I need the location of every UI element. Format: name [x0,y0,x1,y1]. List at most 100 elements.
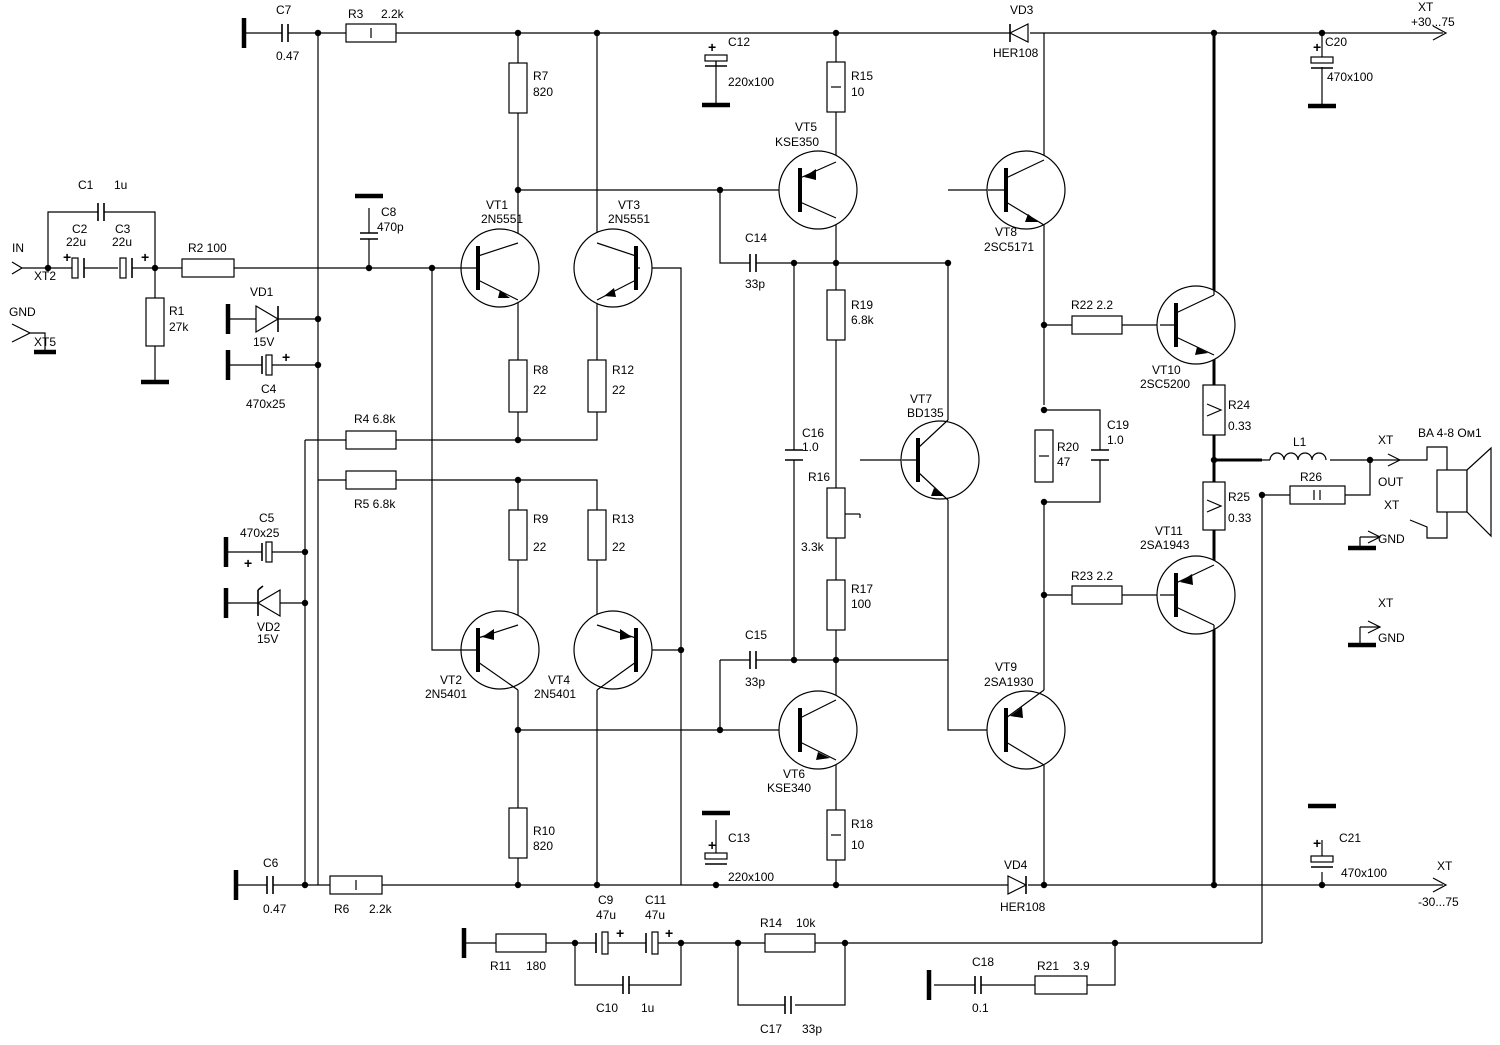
label-vt8v: 2SC5171 [984,240,1034,254]
resistor-r7 [508,62,528,114]
capacitor-c21 [1310,855,1334,868]
transistor-vt5 [778,150,858,230]
label-r19v: 6.8k [851,313,875,327]
label-p-c2: + [63,249,71,265]
label-gnd2: GND [1378,532,1405,546]
label-vt3v: 2N5551 [608,212,650,226]
label-c21v: 470x100 [1341,866,1387,880]
label-r16: R16 [808,470,830,484]
capacitor-c18 [974,976,982,994]
resistor-r17 [826,579,846,631]
label-c8: C8 [381,205,397,219]
capacitor-c3 [119,257,133,279]
label-c7: C7 [276,3,292,17]
label-vd4: VD4 [1004,858,1028,872]
label-r14v: 10k [796,916,816,930]
transistor-vt2 [460,610,540,691]
transistor-vt11 [1156,555,1236,635]
label-vd3: VD3 [1010,3,1034,17]
label-r9v: 22 [533,540,547,554]
label-vt11v: 2SA1943 [1140,538,1190,552]
capacitor-c10 [622,976,630,994]
label-vplus: +30...75 [1411,15,1455,29]
resistor-r19 [826,289,846,341]
label-c10v: 1u [641,1001,654,1015]
label-r22: R22 2.2 [1071,298,1113,312]
label-vt5v: KSE350 [775,135,819,149]
label-r5: R5 6.8k [354,497,396,511]
label-r2: R2 100 [188,241,227,255]
diodes [255,23,1029,895]
gnd-out-arrow-1 [1367,530,1382,544]
label-r4: R4 6.8k [354,412,396,426]
label-out: OUT [1378,475,1404,489]
label-c12: C12 [728,35,750,49]
capacitor-c17 [784,996,792,1014]
resistor-r23 [1071,585,1123,605]
gnd-connector-arrow [11,323,46,352]
capacitors [71,24,1334,1014]
label-r10v: 820 [533,839,553,853]
plus-rail-arrow [1432,25,1448,41]
label-r24: R24 [1228,398,1250,412]
resistor-r6 [329,875,383,895]
resistor-r25 [1202,481,1226,531]
label-r7: R7 [533,69,549,83]
capacitor-c6 [266,876,274,894]
label-r16v: 3.3k [801,540,825,554]
label-r23: R23 2.2 [1071,569,1113,583]
label-p-c12: + [708,39,716,55]
resistor-r16 [826,487,860,539]
resistor-r1 [145,297,165,347]
minus-rail-arrow [1432,877,1448,893]
label-vd3v: HER108 [993,46,1039,60]
label-p-c11: + [665,925,673,941]
label-c19: C19 [1107,418,1129,432]
label-vt6: VT6 [783,767,805,781]
resistor-r20 [1034,429,1054,483]
label-c11v: 47u [645,908,665,922]
label-r13v: 22 [612,540,626,554]
label-c18v: 0.1 [972,1001,989,1015]
resistor-r13 [587,509,607,561]
resistor-r22 [1071,315,1123,335]
label-c16: C16 [802,426,824,440]
label-r11: R11 [490,959,511,973]
label-r15: R15 [851,69,873,83]
label-vt1v: 2N5551 [481,212,523,226]
label-r17: R17 [851,582,873,596]
label-r21v: 3.9 [1073,959,1090,973]
resistor-r21 [1034,975,1088,995]
resistor-r8 [508,359,528,413]
label-c13: C13 [728,831,750,845]
label-c4: C4 [261,382,277,396]
label-xt5: XT5 [34,335,56,349]
label-c5v: 470x25 [240,526,280,540]
resistor-r4 [345,430,397,450]
resistor-r24 [1202,384,1226,436]
transistor-vt7 [900,419,980,501]
label-vt2: VT2 [440,673,462,687]
label-r11v: 180 [526,959,546,973]
label-c6v: 0.47 [263,902,287,916]
label-c20v: 470x100 [1327,70,1373,84]
resistor-r2 [181,258,235,278]
label-vd2: VD2 [257,620,281,634]
label-r24v: 0.33 [1228,419,1252,433]
label-xt6: XT [1378,596,1394,610]
label-r20: R20 [1057,440,1079,454]
label-r12: R12 [612,363,634,377]
resistor-r10 [508,807,528,859]
label-vt9: VT9 [995,660,1017,674]
label-c2v: 22u [66,235,86,249]
label-r1: R1 [169,304,185,318]
label-c4v: 470x25 [246,397,286,411]
speaker-icon [1400,446,1492,539]
label-in: IN [12,241,24,255]
label-c13v: 220x100 [728,870,774,884]
label-c1v: 1u [114,178,127,192]
capacitor-c5 [261,541,273,563]
wires [22,32,1443,1006]
label-vt5: VT5 [795,120,817,134]
